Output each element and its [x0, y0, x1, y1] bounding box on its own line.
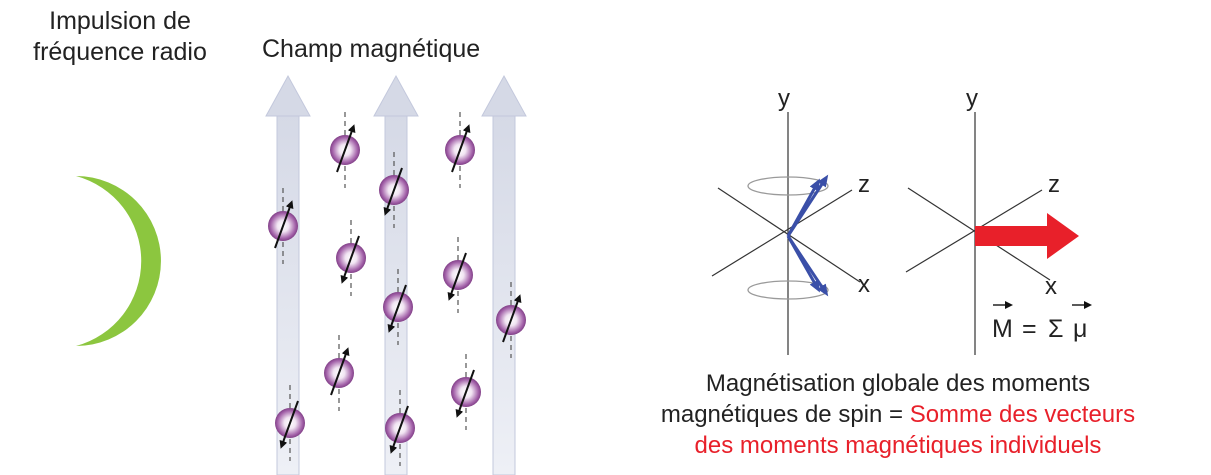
proton-spin	[324, 335, 354, 411]
caption-line2: magnétiques de spin = Somme des vecteurs	[585, 399, 1211, 430]
spin-arrow	[451, 124, 471, 173]
spin-vectors	[786, 174, 829, 297]
magnetization-equation: M = Σ μ	[992, 301, 1092, 343]
proton-spin	[445, 112, 475, 188]
spin-arrow	[274, 200, 294, 249]
caption-line3: des moments magnétiques individuels	[694, 432, 1102, 460]
radio-wave-icon	[56, 110, 281, 452]
caption-line2-black: magnétiques de spin =	[660, 401, 910, 429]
spin-arrow	[455, 369, 475, 418]
proton-spin	[336, 220, 366, 296]
proton-spin	[443, 237, 473, 313]
spin-arrow	[389, 405, 409, 454]
proton-spin	[451, 354, 481, 430]
caption-line1: Magnétisation globale des moments	[705, 370, 1091, 397]
axis-left-x: x	[858, 271, 870, 298]
spin-arrow	[340, 235, 360, 284]
magnetic-field-label: Champ magnétique	[262, 35, 481, 63]
proton-spin	[383, 269, 413, 345]
proton-spin	[496, 282, 526, 358]
proton-spin	[379, 152, 409, 228]
axes-left	[711, 112, 861, 355]
spin-arrow	[387, 284, 407, 333]
caption-line2-red: Somme des vecteurs	[909, 401, 1136, 429]
equation-rhs: μ	[1073, 315, 1087, 343]
equation-equals: =	[1022, 315, 1037, 343]
spin-arrow	[279, 400, 299, 449]
spin-arrow	[502, 294, 522, 343]
field-arrow-3	[481, 74, 527, 475]
proton-spin	[385, 390, 415, 466]
radio-pulse-line2: fréquence radio	[33, 38, 207, 67]
spin-arrow	[383, 167, 403, 216]
net-magnetization-vector	[975, 213, 1079, 259]
spin-arrow	[330, 347, 350, 396]
radio-pulse-line1: Impulsion de	[49, 7, 191, 35]
proton-spin	[330, 112, 360, 188]
field-arrow-1	[265, 74, 311, 475]
axis-left-z: z	[858, 171, 870, 198]
proton-spin	[275, 385, 305, 461]
axis-left-y: y	[778, 85, 790, 112]
proton-spins	[268, 112, 526, 466]
spin-arrow	[336, 124, 356, 173]
proton-spin	[268, 188, 298, 264]
caption: Magnétisation globale des moments magnét…	[585, 368, 1211, 462]
axis-right-x: x	[1045, 273, 1057, 300]
axis-right-z: z	[1048, 171, 1060, 198]
equation-lhs: M	[992, 315, 1013, 343]
spin-arrow	[447, 252, 467, 301]
radio-pulse-label: Impulsion de fréquence radio	[0, 6, 240, 69]
equation-sigma: Σ	[1048, 315, 1063, 343]
axis-right-y: y	[966, 85, 978, 112]
